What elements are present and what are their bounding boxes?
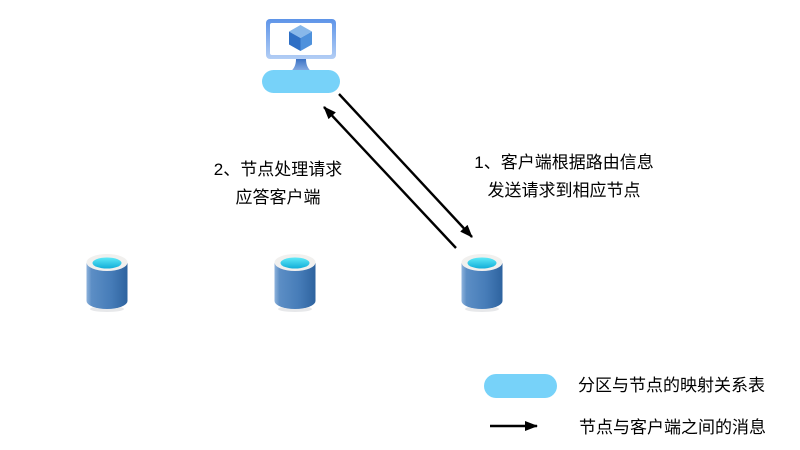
mapping-table-pill — [262, 70, 340, 93]
database-cylinder-icon — [274, 254, 316, 312]
step1-line1: 1、客户端根据路由信息 — [474, 153, 654, 172]
node-cylinder-1 — [84, 250, 130, 314]
cube-icon — [289, 25, 312, 51]
client-computer-icon — [266, 19, 336, 72]
node-cylinder-2 — [272, 250, 318, 314]
database-cylinder-icon — [461, 254, 503, 312]
legend-label-mapping-table: 分区与节点的映射关系表 — [578, 376, 765, 395]
step1-line2: 发送请求到相应节点 — [487, 181, 641, 200]
legend-mapping-table-swatch — [484, 374, 557, 398]
step2-line2: 应答客户端 — [235, 188, 321, 207]
legend-message-arrow-icon — [490, 421, 538, 431]
step2-label: 2、节点处理请求 应答客户端 — [188, 156, 368, 212]
node-cylinder-3 — [459, 250, 505, 314]
step1-label: 1、客户端根据路由信息 发送请求到相应节点 — [450, 149, 678, 205]
legend-label-messages: 节点与客户端之间的消息 — [579, 418, 766, 437]
monitor-stand — [290, 59, 312, 72]
step2-line1: 2、节点处理请求 — [213, 160, 343, 179]
database-cylinder-icon — [86, 254, 128, 312]
